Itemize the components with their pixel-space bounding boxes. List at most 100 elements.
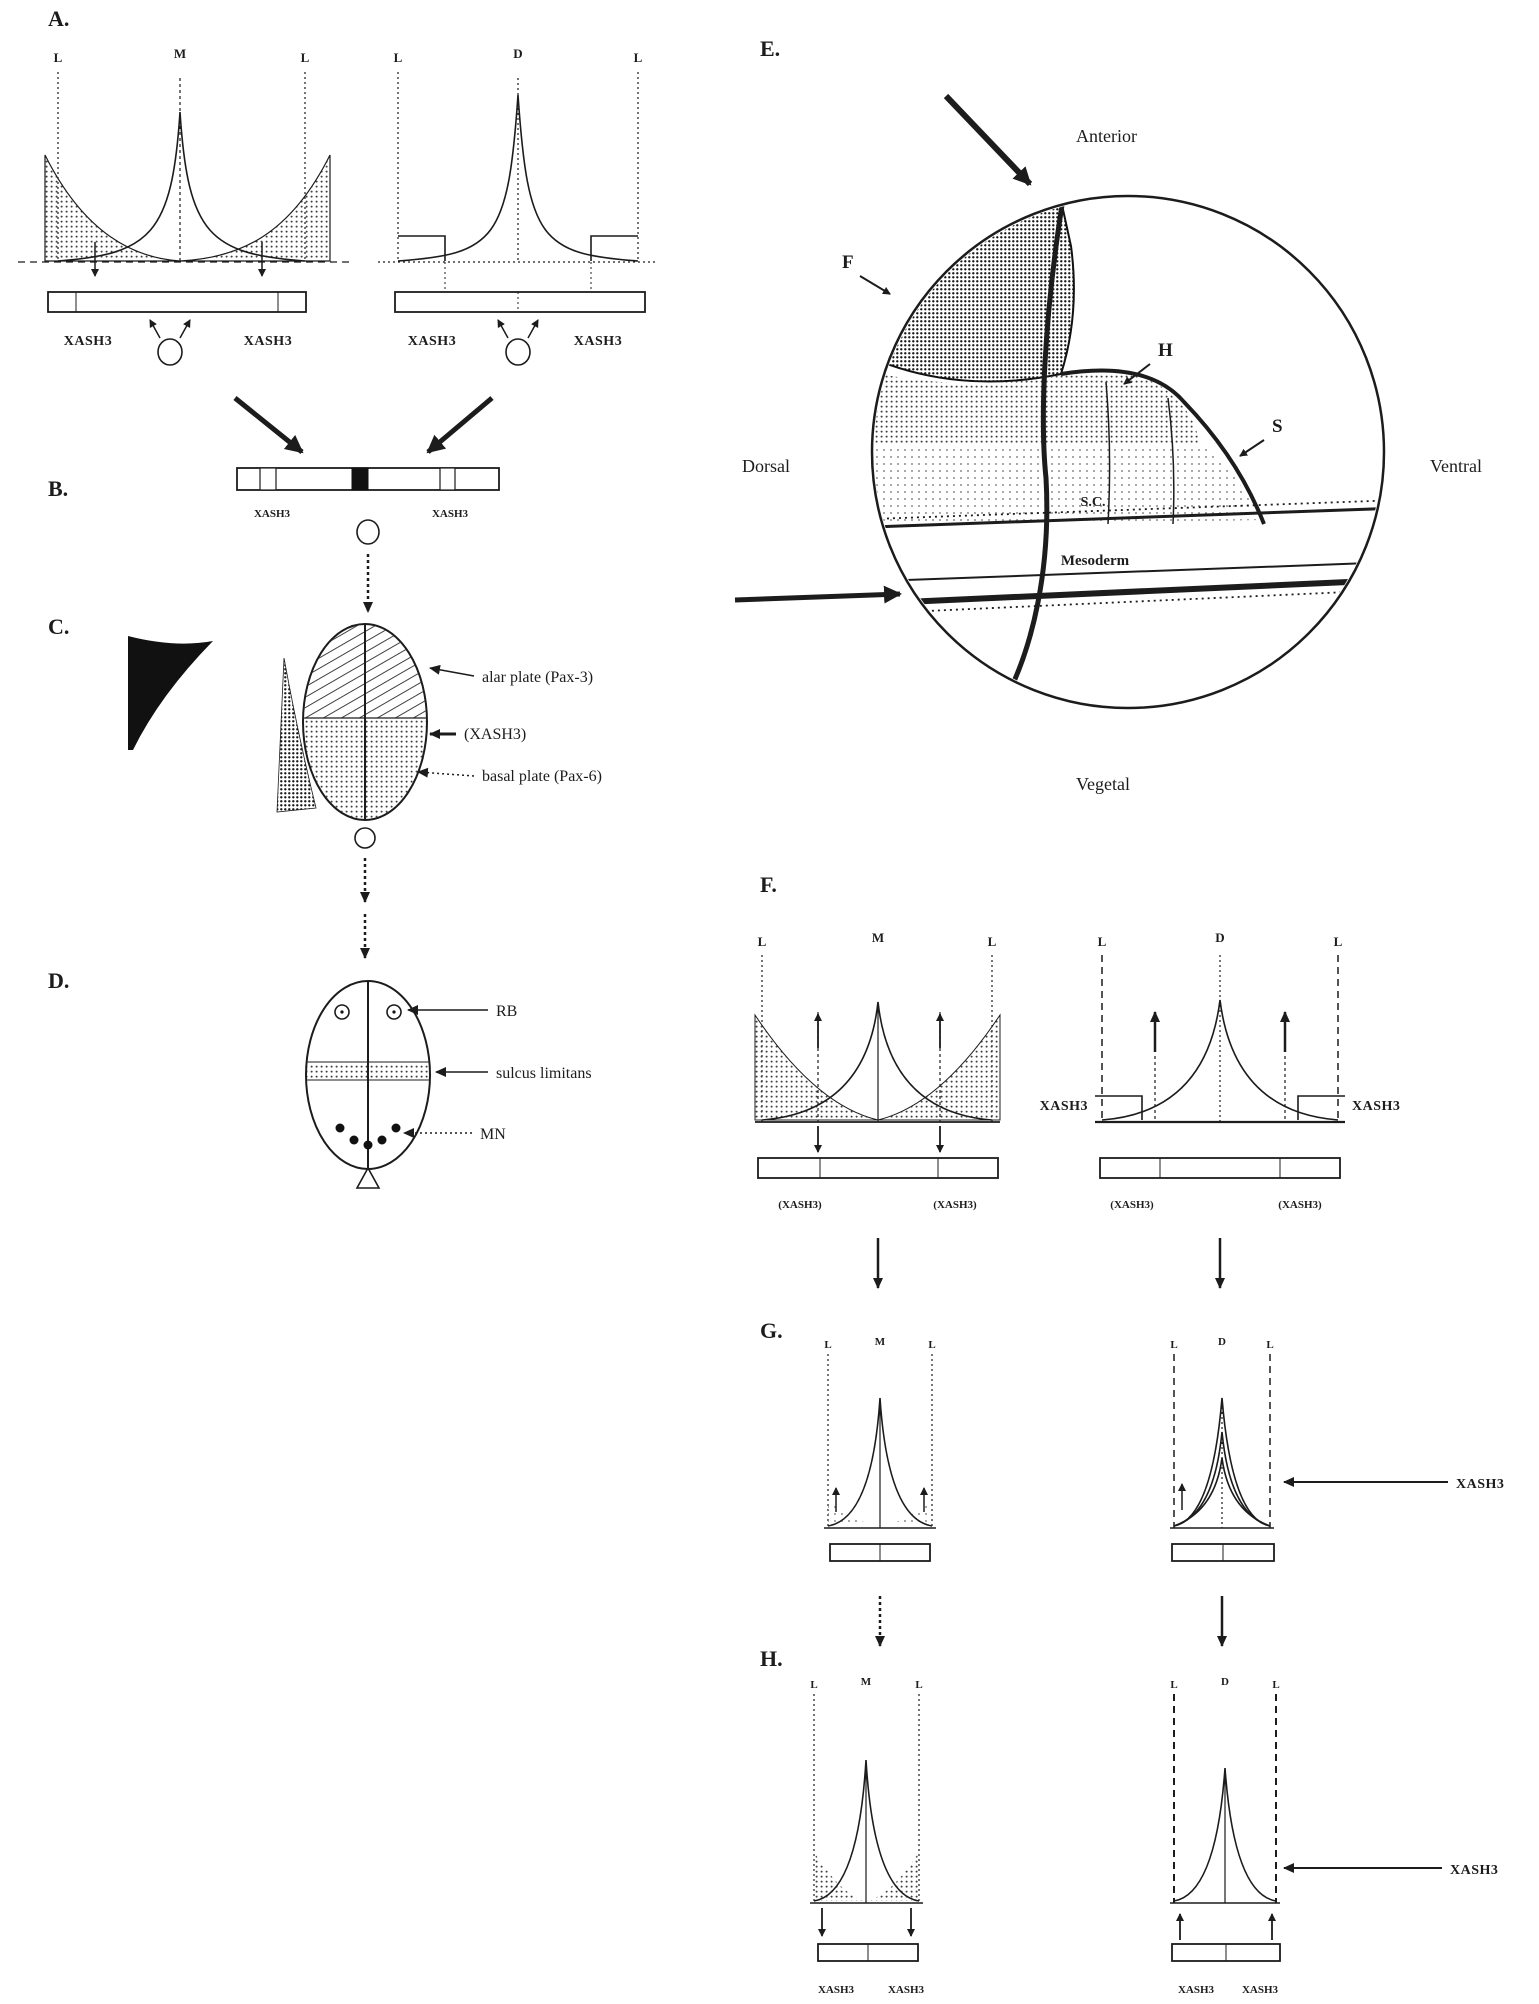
rb-neuron-dot: [392, 1010, 396, 1014]
panel-f-left-gradient-plot: L M L (XASH3) (XASH3): [754, 930, 1001, 1289]
gene-label: XASH3: [1456, 1477, 1504, 1492]
tick-label: L: [1266, 1339, 1273, 1351]
signal-arrow: [497, 319, 509, 339]
panel-h: H. L M L XASH3 XASH3 L D L: [760, 1646, 1498, 1996]
gene-label: XASH3: [1450, 1863, 1498, 1878]
panel-g-label: G.: [760, 1318, 783, 1343]
rb-neuron-dot: [340, 1010, 344, 1014]
lateral-plateau: [1095, 1095, 1143, 1120]
panel-d: D. RB sulcus limitans MN: [48, 968, 592, 1189]
expression-bar: [757, 1157, 999, 1179]
forebrain-letter: F: [842, 252, 854, 273]
hindbrain-region: [874, 368, 1200, 445]
fate-map-regions: [874, 203, 1382, 704]
signal-arrow: [149, 319, 161, 339]
gene-label: (XASH3): [1110, 1199, 1154, 1211]
mesoderm-top-dotted: [874, 499, 1382, 521]
gene-label: (XASH3): [778, 1199, 822, 1211]
tick-label: L: [824, 1339, 831, 1351]
tick-label: L: [54, 50, 63, 65]
region-pointer-arrow: [1123, 363, 1151, 385]
tick-label: L: [1272, 1679, 1279, 1691]
alar-plate-annotation: alar plate (Pax-3): [482, 669, 593, 686]
panel-f-label: F.: [760, 872, 777, 897]
tick-label: D: [513, 46, 522, 61]
region-divider: [1167, 397, 1175, 525]
sulcus-annotation: sulcus limitans: [496, 1065, 592, 1082]
notochord-circle: [505, 338, 531, 366]
panel-h-label: H.: [760, 1646, 783, 1671]
annotation-arrow: [429, 664, 475, 677]
signal-arrow: [179, 319, 191, 339]
midline-gradient-curve: [1101, 999, 1339, 1121]
panel-e: E. Anterior Dorsal Ventral Vegetal F H S…: [734, 36, 1482, 794]
lateral-gradient-shade: [880, 1498, 932, 1526]
neural-midline-line: [1001, 204, 1065, 704]
mn-neuron-dot: [391, 1123, 401, 1133]
panel-a-right-gradient-plot: L D L XASH3 XASH3: [378, 46, 658, 366]
midline-domain: [351, 467, 369, 491]
lateral-plateau: [1297, 1095, 1345, 1120]
mesoderm-top-line: [874, 506, 1382, 530]
mesoderm-bottom-line: [874, 561, 1382, 583]
midline-gradient-curve: [397, 94, 639, 262]
lateral-gradient-shade: [754, 1013, 879, 1121]
mn-annotation: MN: [480, 1126, 506, 1143]
gene-label: (XASH3): [1278, 1199, 1322, 1211]
tick-label: L: [915, 1679, 922, 1691]
panel-g: G. L M L L D L: [760, 1318, 1504, 1647]
lateral-gradient-shade: [814, 1852, 866, 1901]
gene-label: XASH3: [818, 1984, 855, 1996]
basal-plate-annotation: basal plate (Pax-6): [482, 768, 602, 785]
midline-gradient-curve: [1173, 1767, 1277, 1902]
tick-label: L: [301, 50, 310, 65]
expanded-gradient-curve: [1173, 1431, 1271, 1527]
panel-b-label: B.: [48, 476, 68, 501]
side-gene-label: XASH3: [1040, 1099, 1088, 1114]
expanded-gradient-curve: [1173, 1457, 1271, 1527]
tick-label: L: [634, 50, 643, 65]
mn-neuron-dot: [363, 1140, 373, 1150]
lateral-plateau: [398, 235, 446, 261]
panel-f: F. L M L (XASH3) (XASH3) L: [754, 872, 1400, 1289]
lateral-plateau: [590, 235, 638, 261]
mn-neuron-dot: [335, 1123, 345, 1133]
tick-label: D: [1221, 1676, 1229, 1688]
tick-label: L: [928, 1339, 935, 1351]
notochord-circle: [157, 338, 183, 366]
somite-letter: S: [1272, 416, 1283, 437]
panel-d-label: D.: [48, 968, 69, 993]
gene-label: XASH3: [64, 334, 112, 349]
tick-label: L: [1334, 934, 1343, 949]
mn-neuron-dot: [377, 1135, 387, 1145]
tick-label: D: [1215, 930, 1224, 945]
gene-label: (XASH3): [933, 1199, 977, 1211]
midline-gradient-curve: [761, 1001, 993, 1121]
gene-label: XASH3: [888, 1984, 925, 1996]
expression-domain: [259, 467, 277, 491]
hindbrain-letter: H: [1158, 340, 1173, 361]
notochord-circle: [354, 827, 376, 849]
panel-h-right-gradient-plot: L D L XASH3 XASH3 XASH3: [1170, 1676, 1498, 1996]
region-pointer-arrow: [1239, 439, 1265, 457]
panel-h-left-gradient-plot: L M L XASH3 XASH3: [810, 1676, 925, 1996]
tick-label: L: [988, 934, 997, 949]
panel-a: A. L M L XASH3 XASH3: [18, 6, 658, 454]
mesoderm-label: Mesoderm: [1061, 553, 1130, 569]
midline-gradient-curve: [813, 1759, 920, 1902]
embryo-circle: [870, 194, 1386, 710]
gene-label: XASH3: [244, 334, 292, 349]
tick-label: M: [861, 1676, 872, 1688]
midline-gradient-curve: [827, 1397, 933, 1527]
midline-gradient-curve: [57, 111, 306, 262]
panel-b: B. XASH3 XASH3: [48, 467, 500, 613]
expression-domain: [439, 467, 456, 491]
anterior-arrow: [943, 93, 1033, 187]
rb-annotation: RB: [496, 1003, 517, 1020]
lateral-gradient-shade: [44, 154, 181, 262]
mn-neuron-dot: [349, 1135, 359, 1145]
tick-label: L: [394, 50, 403, 65]
ventral-gradient-wedge: [276, 657, 317, 813]
gene-label: XASH3: [1242, 1984, 1279, 1996]
